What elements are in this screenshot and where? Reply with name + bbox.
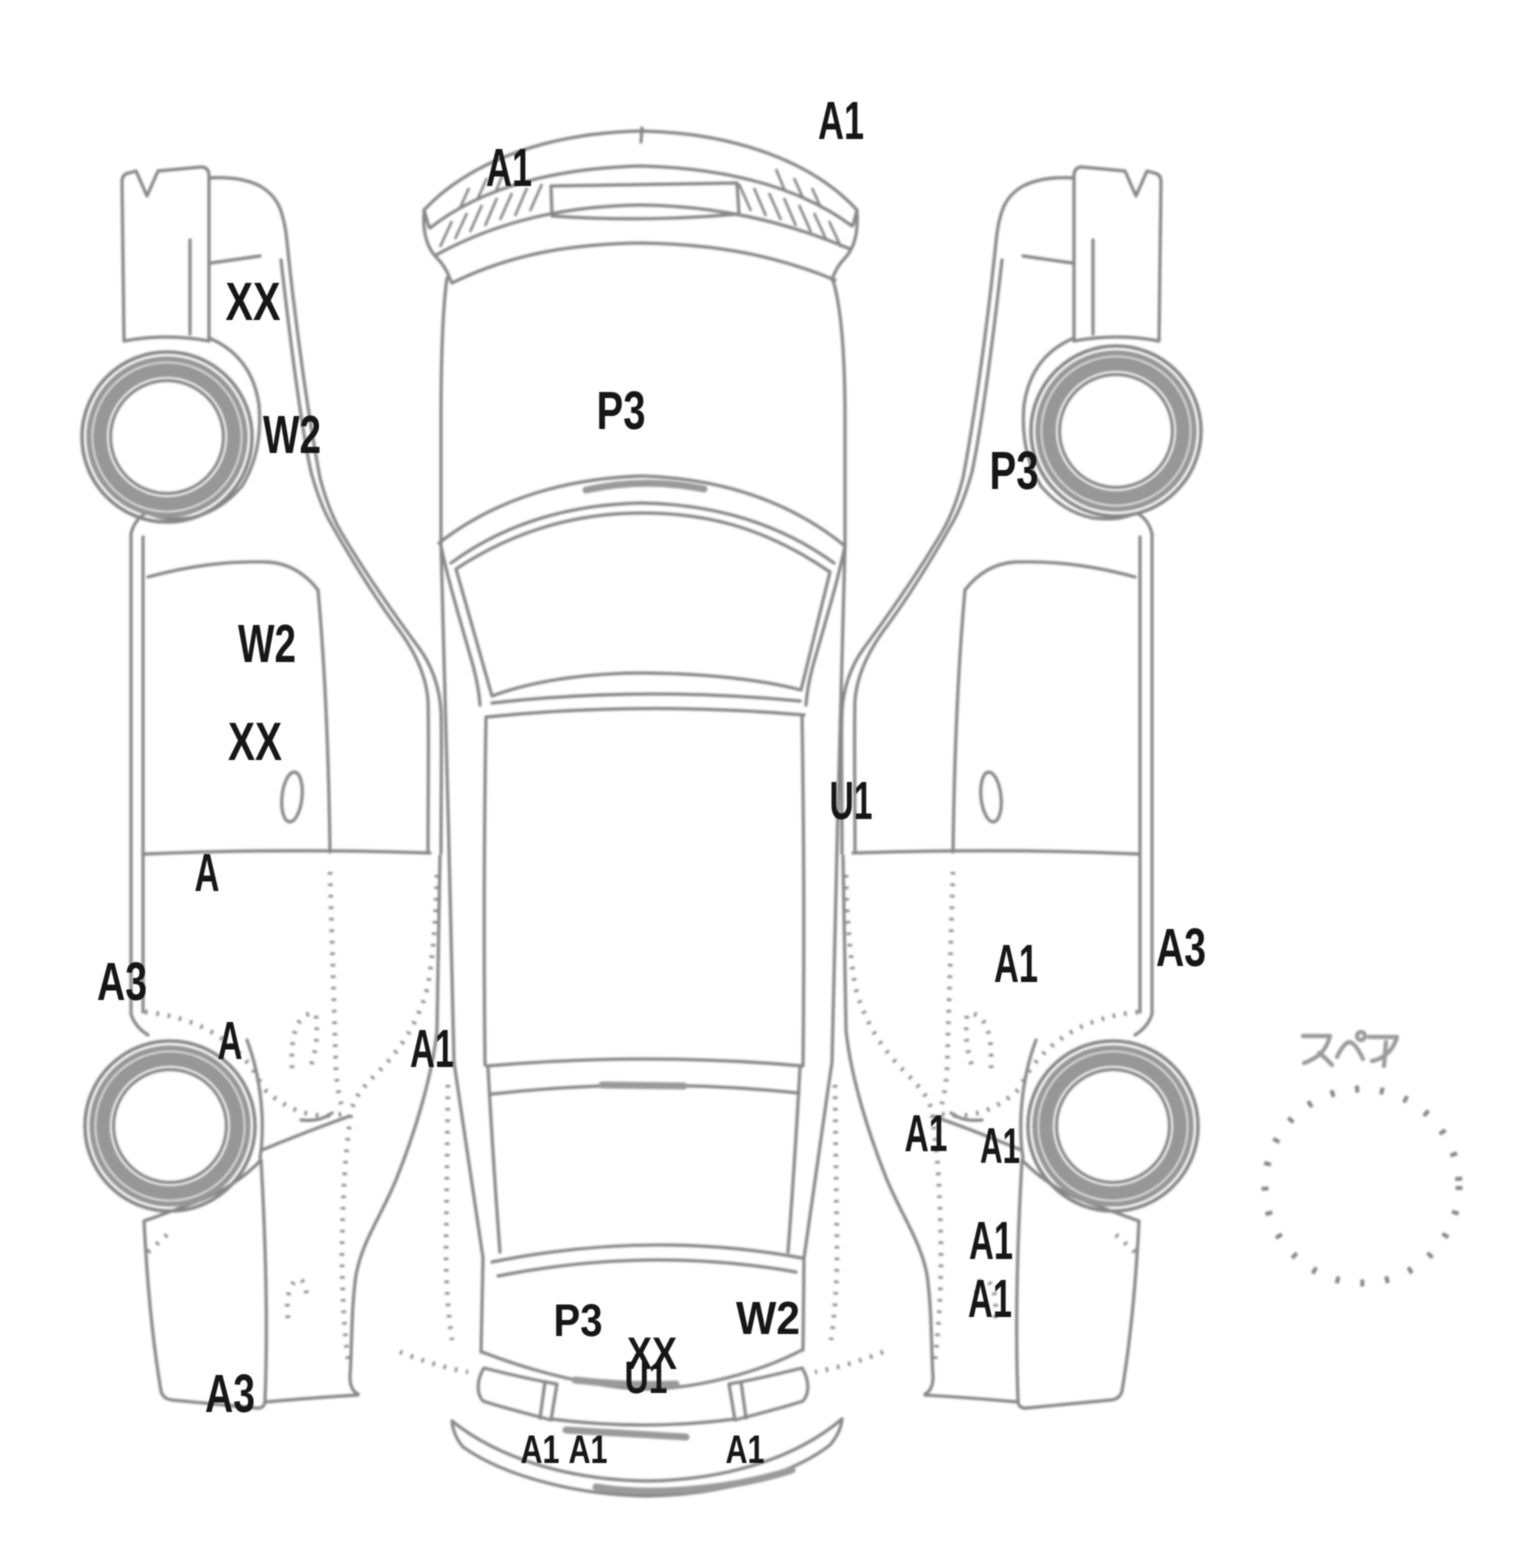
svg-text:W2: W2 [736,1292,800,1344]
svg-text:P3: P3 [597,381,646,441]
svg-text:A3: A3 [1156,918,1206,978]
svg-text:A1: A1 [818,91,864,151]
svg-text:P3: P3 [990,441,1039,501]
svg-text:A1: A1 [410,1019,454,1079]
svg-text:W2: W2 [263,405,321,465]
svg-text:A1: A1 [980,1118,1020,1174]
svg-text:P3: P3 [554,1295,603,1346]
svg-text:XX: XX [627,1328,677,1379]
svg-text:U1: U1 [830,771,873,831]
svg-text:A: A [218,1011,243,1071]
svg-text:XX: XX [226,272,281,332]
svg-text:A1: A1 [486,138,532,198]
svg-text:A3: A3 [205,1364,255,1424]
svg-text:A1: A1 [905,1105,948,1163]
svg-text:A1: A1 [994,934,1038,994]
svg-text:A1: A1 [968,1269,1012,1329]
svg-text:A1: A1 [969,1211,1013,1271]
svg-text:A1: A1 [521,1428,560,1472]
svg-text:W2: W2 [238,614,296,674]
svg-text:U1: U1 [625,1352,668,1403]
svg-text:A: A [195,843,220,903]
svg-text:A3: A3 [97,952,147,1012]
svg-text:A1: A1 [569,1428,608,1472]
svg-text:XX: XX [228,712,282,772]
svg-text:A1: A1 [726,1428,765,1472]
